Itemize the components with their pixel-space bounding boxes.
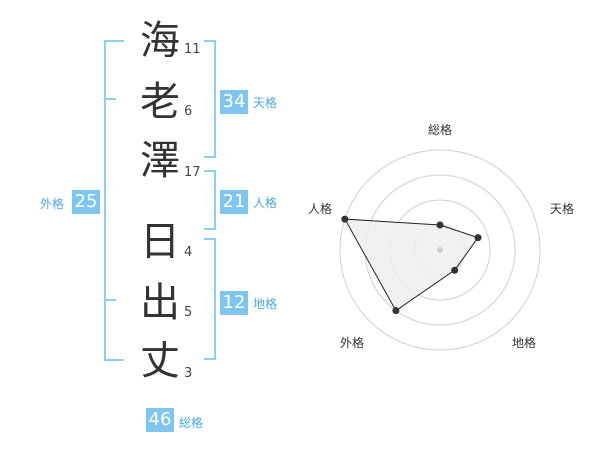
radar-label-tenkaku: 天格	[550, 202, 575, 216]
radar-ring	[339, 149, 541, 351]
tenkaku-value-badge: 34	[220, 90, 248, 114]
jinkaku-value-badge: 21	[220, 190, 248, 214]
name-char-4: 日	[140, 219, 180, 265]
radar-point-3	[392, 307, 400, 315]
chikaku-label: 地格	[253, 297, 278, 311]
gaikaku-label: 外格	[40, 197, 65, 211]
radar-point-4	[341, 215, 349, 223]
radar-point-1	[474, 234, 482, 242]
name-char-3: 澤	[140, 138, 180, 184]
name-char-2: 老	[140, 79, 180, 125]
gaikaku-value-badge: 25	[72, 190, 100, 214]
radar-point-0	[436, 221, 444, 229]
name-char-1: 海	[140, 18, 180, 64]
tenkaku-label: 天格	[253, 96, 278, 110]
gaikaku-bracket	[104, 40, 124, 361]
radar-label-jinkaku: 人格	[308, 202, 333, 216]
soukaku-value-badge: 46	[146, 408, 174, 432]
stroke-count-4: 4	[184, 245, 193, 260]
jinkaku-label: 人格	[253, 196, 278, 210]
tenkaku-bracket	[204, 40, 216, 158]
chikaku-bracket	[204, 238, 216, 360]
soukaku-label: 総格	[179, 416, 204, 430]
name-char-5: 出	[140, 280, 180, 326]
radar-label-chikaku: 地格	[512, 336, 537, 350]
stroke-count-5: 5	[184, 305, 193, 320]
stroke-count-1: 11	[184, 42, 201, 57]
stroke-count-6: 3	[184, 366, 193, 381]
stroke-count-2: 6	[184, 104, 193, 119]
chikaku-value-badge: 12	[220, 291, 248, 315]
jinkaku-bracket	[204, 170, 216, 230]
gaikaku-bracket-tick	[104, 98, 116, 100]
radar-label-soukaku: 総格	[428, 123, 453, 137]
radar-center-dot	[437, 247, 443, 253]
name-char-6: 丈	[140, 338, 180, 384]
radar-point-2	[451, 266, 459, 274]
radar-area	[344, 218, 479, 312]
radar-label-gaikaku: 外格	[340, 336, 365, 350]
radar-points	[341, 215, 482, 315]
stroke-count-3: 17	[184, 165, 201, 180]
gaikaku-bracket-tick	[104, 299, 116, 301]
